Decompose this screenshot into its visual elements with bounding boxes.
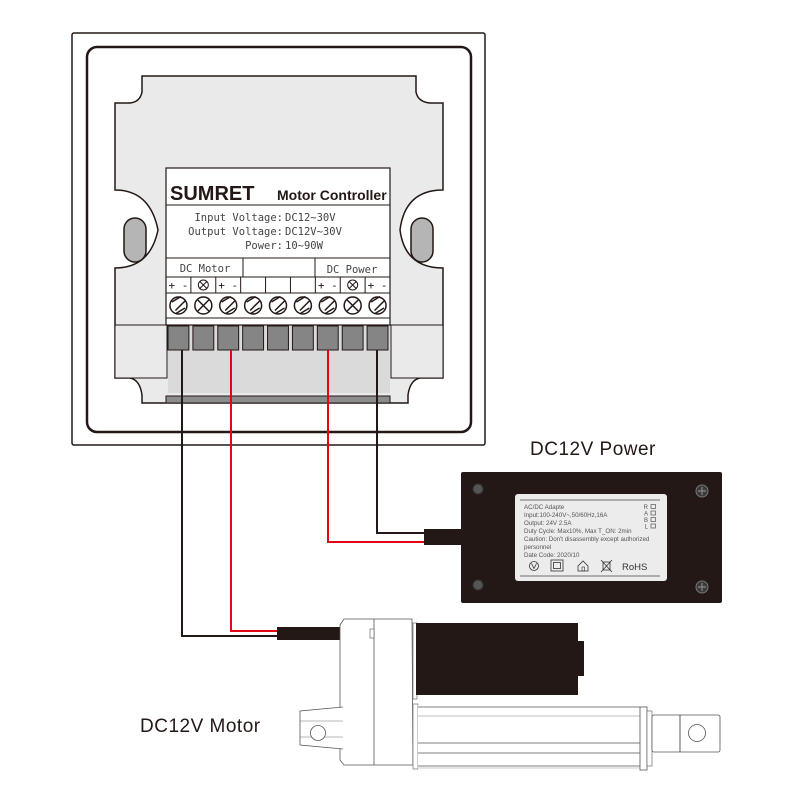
gear-housing [339, 618, 414, 766]
spec-value-power: 10~90W [285, 240, 324, 252]
mounting-slot-right [410, 217, 434, 263]
label-line: personnel [524, 544, 551, 551]
polarity-label: + - [218, 279, 238, 292]
terminal-block[interactable] [167, 325, 190, 351]
label-line: Date Code: 2020/10 [524, 552, 580, 559]
spec-label-input: Input Voltage: [194, 212, 283, 224]
wire-power-negative [376, 350, 424, 534]
polarity-label: + - [318, 279, 338, 292]
label-line: Output: 24V 2.5A [524, 520, 572, 527]
checkbox [650, 523, 656, 529]
product-name: Motor Controller [277, 187, 387, 203]
motor-title: DC12V Motor [140, 716, 261, 737]
screw-terminal-icon [268, 295, 288, 315]
checkbox-label: B [644, 518, 648, 524]
checkbox-label: A [644, 512, 648, 518]
wire-motor-negative [181, 350, 277, 637]
screw-terminal-icon [318, 295, 338, 315]
housing-right-tab [390, 324, 444, 379]
label-line: Duty Cycle: Max10%, Max T_ON: 2min [524, 528, 632, 535]
terminal-block[interactable] [192, 325, 215, 351]
checkbox [650, 510, 656, 516]
power-supply-title: DC12V Power [530, 439, 656, 460]
actuator-tube [418, 705, 640, 769]
terminal-block[interactable] [242, 325, 265, 351]
checkbox-label: L [645, 525, 649, 531]
terminal-block[interactable] [291, 325, 314, 351]
polarity-label: + - [368, 279, 388, 292]
spec-value-output: DC12V~30V [285, 226, 343, 238]
double-insulation-icon [550, 559, 564, 572]
screw-icon [695, 484, 709, 498]
screw-terminal-icon [243, 295, 263, 315]
spec-label-output: Output Voltage: [188, 226, 283, 238]
motor-can [416, 623, 578, 695]
spec-label-power: Power: [245, 240, 283, 252]
rubber-foot-icon [472, 579, 484, 591]
checkbox-label: R [644, 505, 649, 511]
terminal-row [167, 325, 389, 351]
rod-end [651, 714, 721, 753]
rohs-mark: RoHS [622, 562, 647, 573]
checkbox [650, 504, 656, 509]
screw-terminal-icon [218, 295, 238, 315]
label-line: Input:100-240V~,50/60Hz,16A [524, 512, 608, 519]
housing-left-tab [114, 324, 168, 379]
weee-bin-icon [600, 559, 613, 573]
polarity-row: + - + - + - + - [169, 277, 388, 293]
wire-power-positive [327, 350, 424, 543]
power-cable-boot [424, 529, 464, 545]
label-line: AC/DC Adapte [524, 504, 565, 511]
screw-icon [695, 580, 709, 594]
cross-mark-icon [197, 279, 209, 291]
spec-value-input: DC12~30V [285, 212, 336, 224]
screw-terminal-icon [368, 295, 387, 315]
terminal-block[interactable] [267, 325, 289, 351]
checkbox [650, 517, 656, 522]
power-supply-label-text: AC/DC AdapteInput:100-240V~,50/60Hz,16AO… [524, 504, 650, 559]
group-label-dc-motor: DC Motor [180, 263, 231, 275]
terminal-block[interactable] [316, 325, 339, 351]
polarity-label: + - [169, 279, 189, 292]
cross-mark-icon [347, 279, 359, 291]
group-label-dc-power: DC Power [327, 264, 378, 276]
wire-motor-positive [230, 350, 277, 632]
terminal-block[interactable] [217, 325, 240, 351]
screw-terminal-icon [169, 295, 188, 315]
terminal-block[interactable] [366, 325, 389, 351]
tube-endcap [639, 706, 648, 771]
screw-cross-icon [194, 296, 213, 315]
screw-cross-icon [343, 296, 362, 315]
mounting-slot-left [123, 217, 147, 263]
indoor-use-icon [577, 560, 589, 572]
brand-name: SUMRET [170, 183, 254, 205]
rubber-foot-icon [472, 483, 484, 495]
v-mark-icon [529, 561, 539, 571]
screw-row [169, 295, 387, 315]
terminal-block[interactable] [341, 325, 364, 351]
power-supply-label [515, 494, 667, 581]
mounting-hole-icon [688, 724, 706, 742]
motor-endcap [578, 641, 584, 676]
screw-terminal-icon [293, 295, 313, 315]
mounting-rail [165, 395, 391, 404]
mounting-hole-icon [310, 725, 326, 741]
label-line: Caution: Don't disassembly except author… [524, 536, 650, 543]
